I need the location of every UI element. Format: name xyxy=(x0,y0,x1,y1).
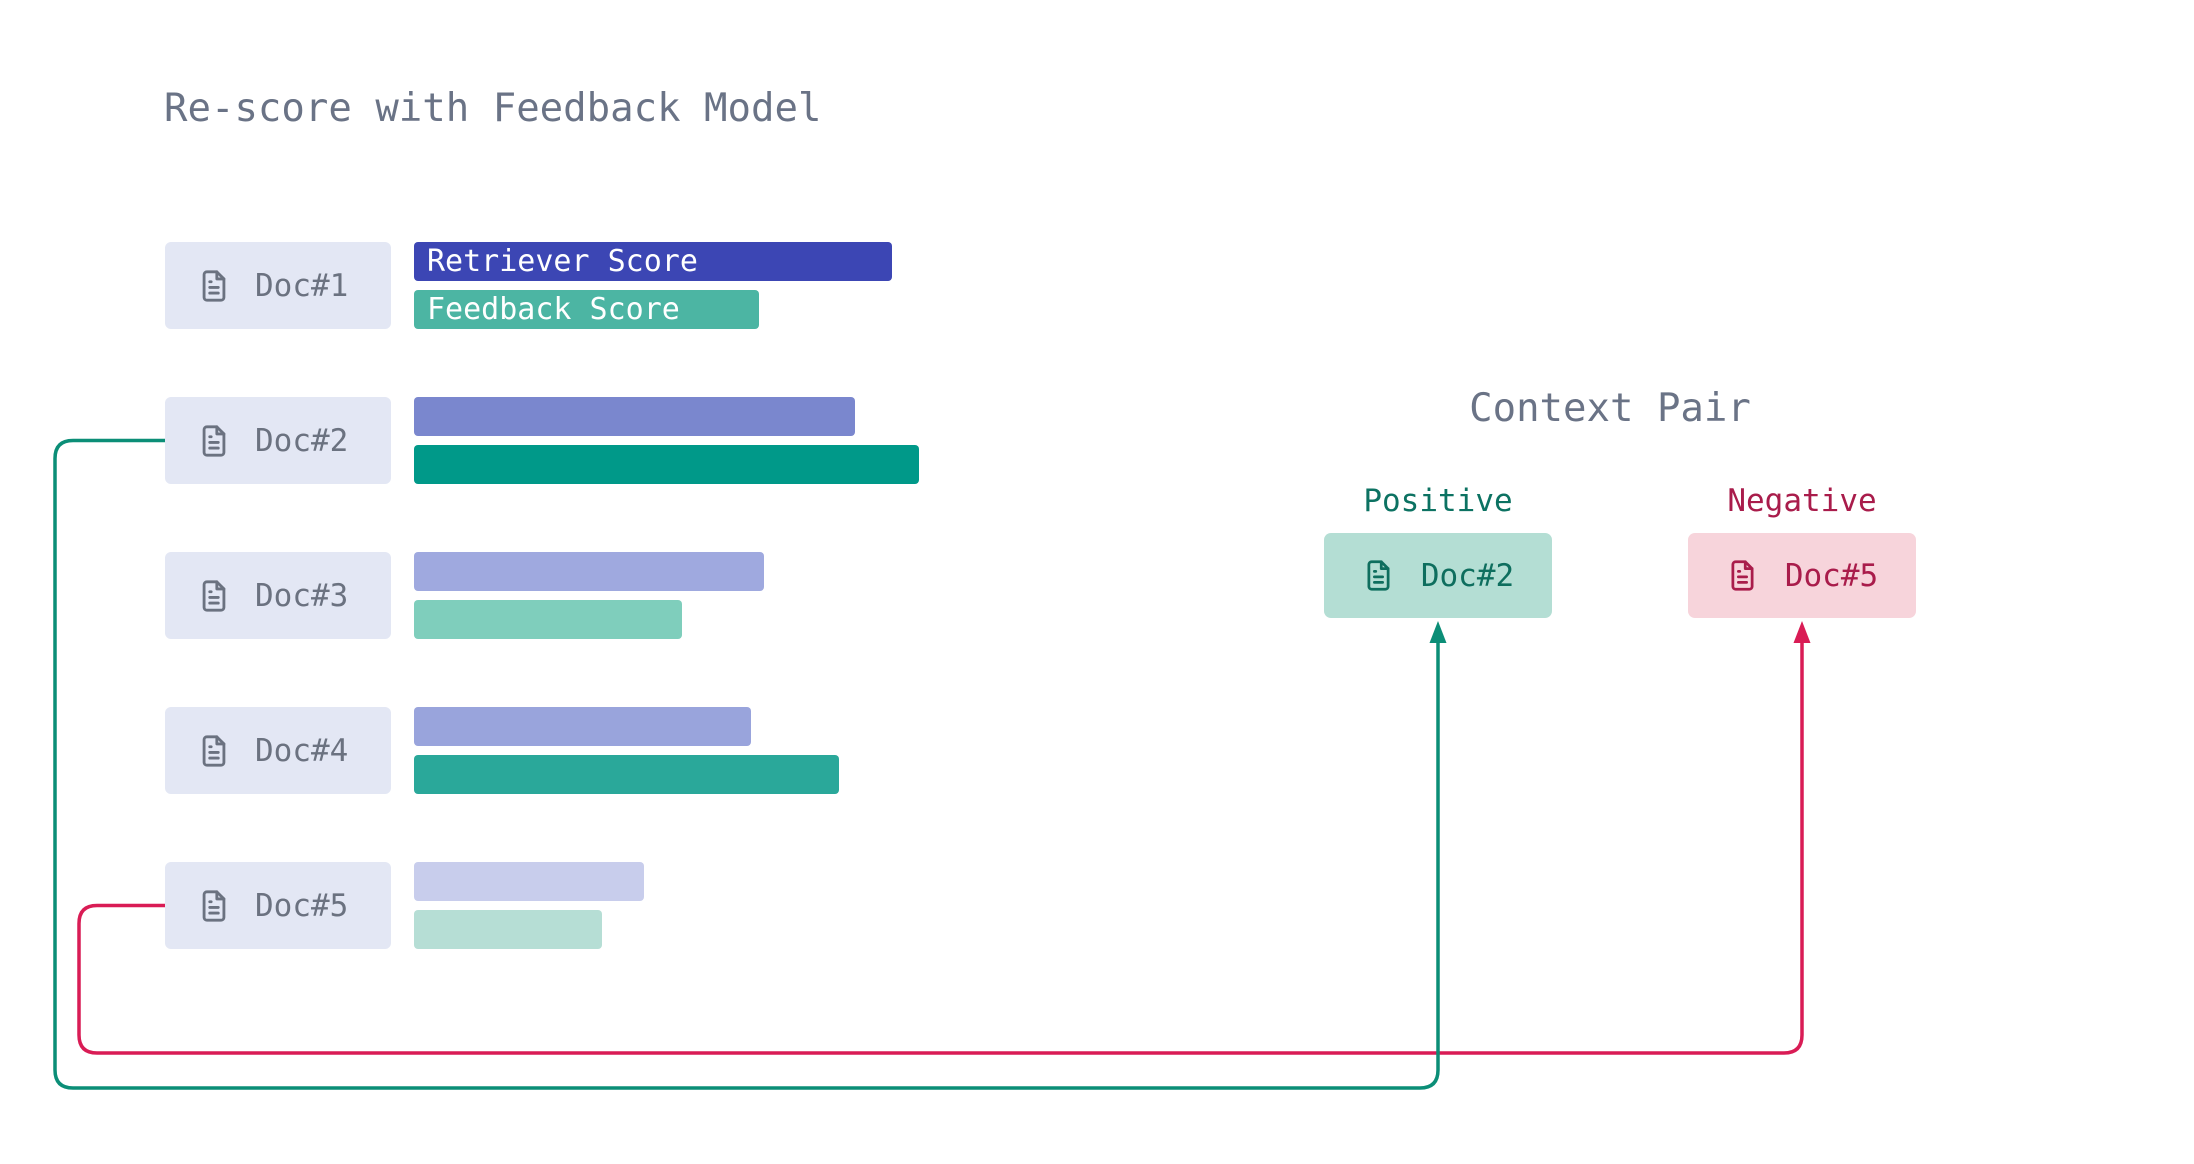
negative-connector-line xyxy=(77,640,1804,1055)
doc-label: Doc#4 xyxy=(255,732,349,769)
document-icon xyxy=(197,889,231,923)
doc-row-5: Doc#5 xyxy=(165,862,1165,949)
feedback-score-bar xyxy=(414,755,839,794)
retriever-score-bar xyxy=(414,552,764,591)
page-title: Re-score with Feedback Model xyxy=(164,86,822,131)
doc-row-3: Doc#3 xyxy=(165,552,1165,639)
feedback-score-label: Feedback Score xyxy=(427,292,680,327)
feedback-score-bar: Feedback Score xyxy=(414,290,759,329)
doc-label: Doc#3 xyxy=(255,577,349,614)
negative-arrowhead-icon xyxy=(1793,621,1811,643)
feedback-score-bar xyxy=(414,445,919,484)
retriever-score-label: Retriever Score xyxy=(427,244,698,279)
doc-row-2: Doc#2 xyxy=(165,397,1165,484)
doc-card-doc4: Doc#4 xyxy=(165,707,391,794)
retriever-score-bar: Retriever Score xyxy=(414,242,892,281)
document-icon xyxy=(1726,559,1759,592)
negative-label: Negative xyxy=(1727,483,1877,519)
document-icon xyxy=(197,269,231,303)
feedback-score-bar xyxy=(414,910,602,949)
document-icon xyxy=(197,734,231,768)
positive-doc-card: Doc#2 xyxy=(1324,533,1552,618)
document-icon xyxy=(197,579,231,613)
negative-doc-card: Doc#5 xyxy=(1688,533,1916,618)
doc-label: Doc#2 xyxy=(255,422,349,459)
document-icon xyxy=(1362,559,1395,592)
retriever-score-bar xyxy=(414,862,644,901)
feedback-score-bar xyxy=(414,600,682,639)
retriever-score-bar xyxy=(414,707,751,746)
doc-row-4: Doc#4 xyxy=(165,707,1165,794)
positive-doc-label: Doc#2 xyxy=(1420,557,1515,594)
positive-connector-line xyxy=(53,438,1440,1090)
doc-card-doc2: Doc#2 xyxy=(165,397,391,484)
retriever-score-bar xyxy=(414,397,855,436)
positive-label: Positive xyxy=(1363,483,1513,519)
doc-card-doc1: Doc#1 xyxy=(165,242,391,329)
doc-row-1: Doc#1 Retriever Score Feedback Score xyxy=(165,242,1165,329)
positive-arrowhead-icon xyxy=(1429,621,1447,643)
doc-card-doc5: Doc#5 xyxy=(165,862,391,949)
doc-card-doc3: Doc#3 xyxy=(165,552,391,639)
doc-label: Doc#5 xyxy=(255,887,349,924)
document-icon xyxy=(197,424,231,458)
negative-doc-label: Doc#5 xyxy=(1784,557,1879,594)
doc-label: Doc#1 xyxy=(255,267,349,304)
context-pair-title: Context Pair xyxy=(1469,386,1751,431)
